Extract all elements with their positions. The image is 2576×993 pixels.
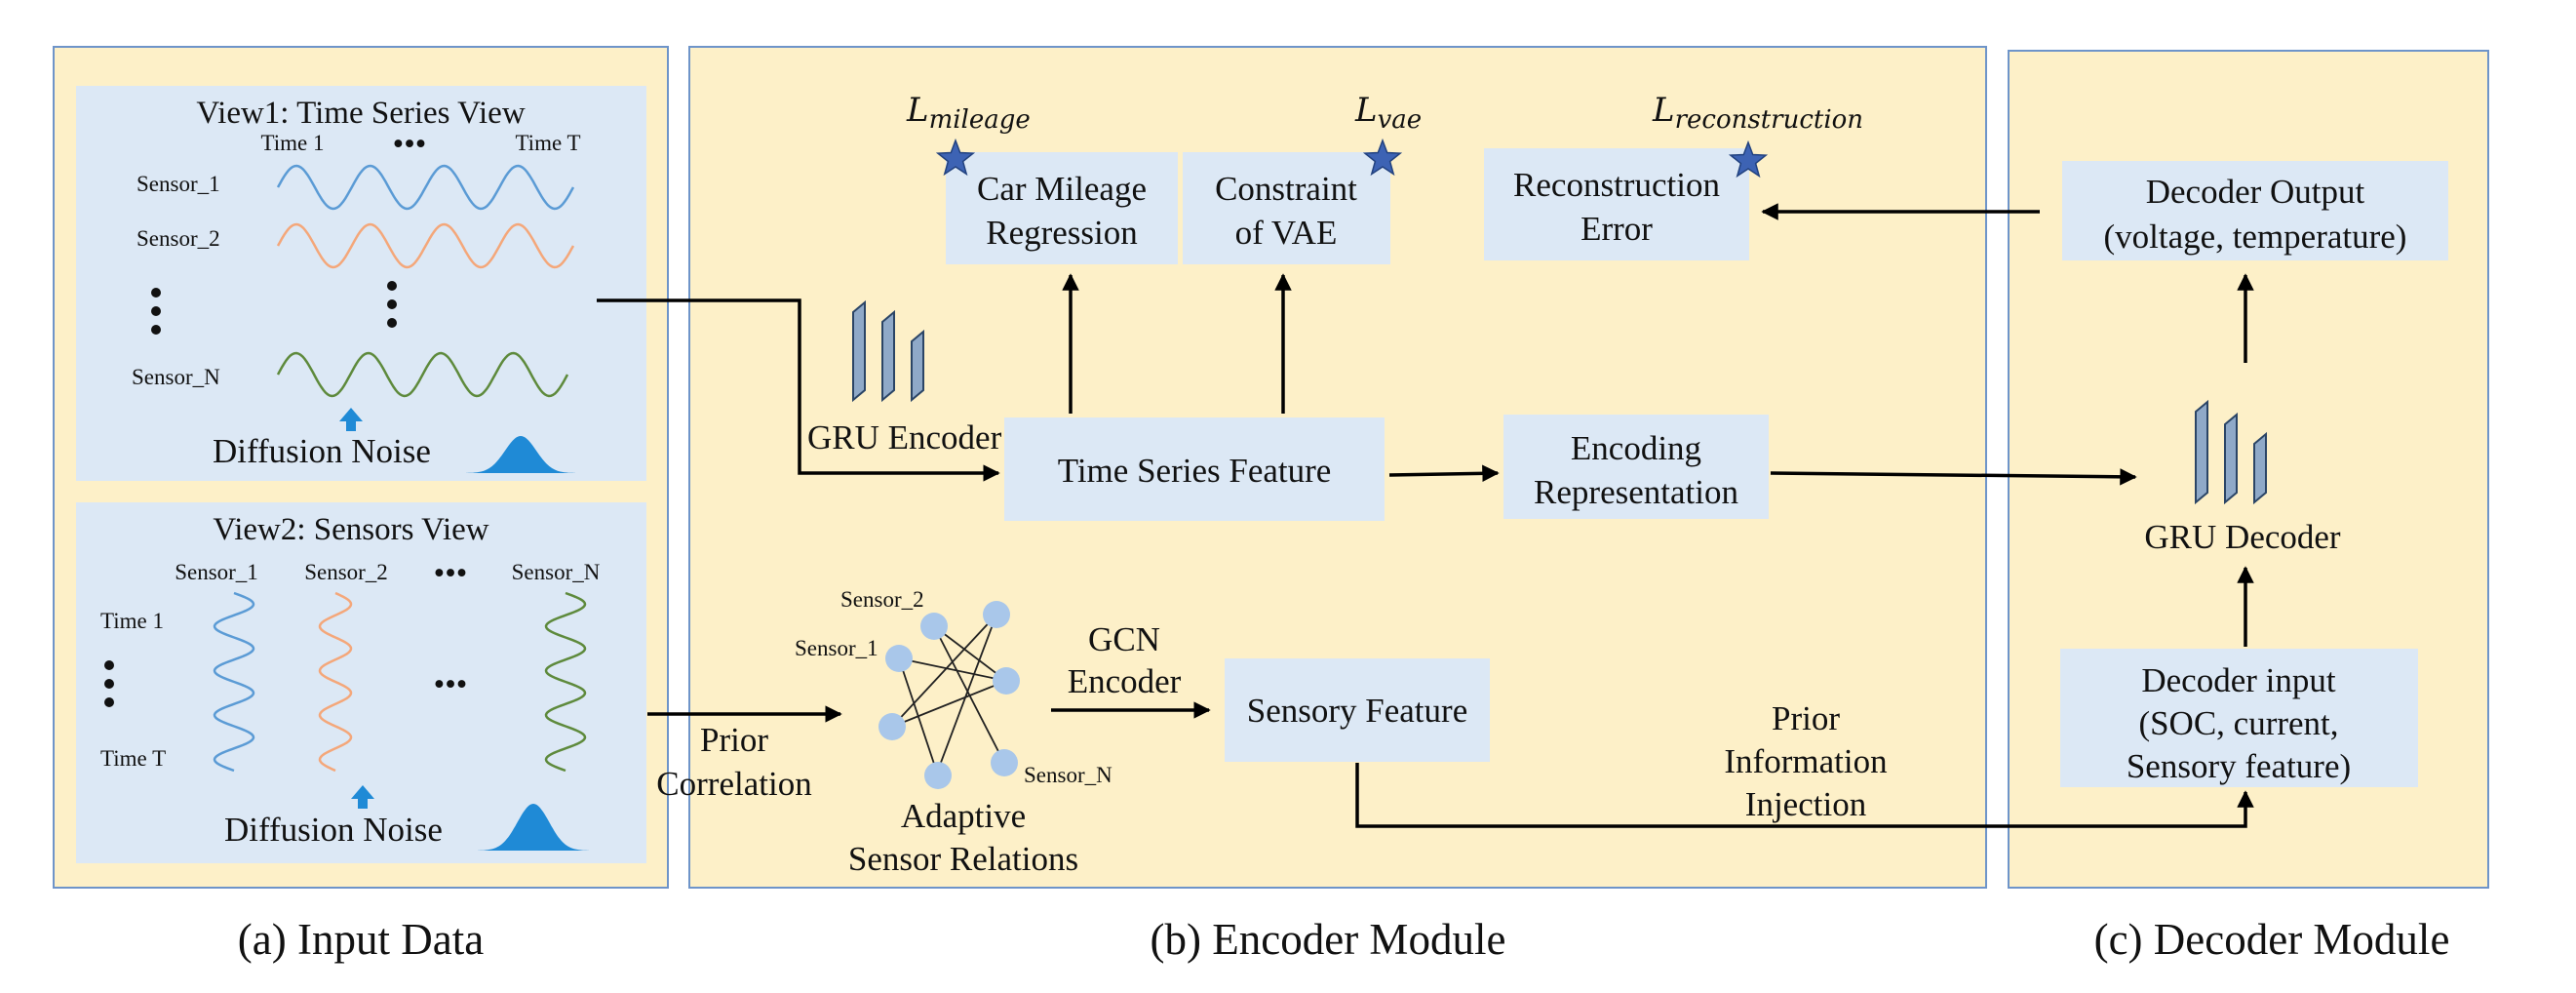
decoder-module-caption: (c) Decoder Module: [2094, 915, 2450, 964]
adaptive-sensor-graph: [891, 614, 1007, 776]
view1-sensor-2-label: Sensor_2: [137, 226, 220, 251]
view1-sensor-1-label: Sensor_1: [137, 172, 220, 196]
input-data-caption: (a) Input Data: [238, 915, 484, 964]
view2-noise-label: Diffusion Noise: [224, 811, 443, 849]
view1-time-end: Time T: [515, 131, 580, 155]
gcn-encoder-line-2: Encoder: [1068, 662, 1182, 700]
sensory-feature-label: Sensory Feature: [1247, 692, 1467, 730]
prior-correlation-line-1: Prior: [700, 721, 768, 759]
graph-sensor-n-label: Sensor_N: [1024, 763, 1112, 787]
car-mileage-regression-box: [946, 152, 1178, 264]
view2-ellipsis-left: [104, 660, 114, 707]
view1-noise-label: Diffusion Noise: [213, 432, 431, 470]
gru-decoder-label: GRU Decoder: [2144, 518, 2341, 556]
sensory-feature-box: [1225, 658, 1490, 762]
graph-node: [983, 601, 1010, 628]
time-series-feature-label: Time Series Feature: [1058, 452, 1332, 490]
graph-sensor-1-label: Sensor_1: [795, 636, 878, 660]
graph-node: [993, 667, 1020, 695]
reconstruction-error-line-2: Error: [1581, 210, 1653, 248]
gaussian-curve-icon: [466, 436, 575, 473]
prior-injection-line-2: Information: [1724, 742, 1887, 780]
noise-arrow-up-icon: [339, 408, 363, 431]
prior-correlation-line-2: Correlation: [656, 765, 811, 803]
view2-sensor-n-wave: [544, 591, 587, 773]
adaptive-relations-line-1: Adaptive: [901, 797, 1026, 835]
encoding-representation-box: [1503, 415, 1769, 519]
prior-injection-line-3: Injection: [1745, 785, 1866, 823]
view2-noise-arrow-up-icon: [351, 785, 374, 809]
view2-sensor-2-wave: [318, 591, 353, 773]
view2-mid-ellipsis: •••: [434, 667, 468, 702]
gru-encoder-label: GRU Encoder: [807, 418, 1002, 457]
view2-title: View2: Sensors View: [213, 512, 488, 547]
decoder-input-box: [2060, 649, 2418, 787]
time-series-feature-box: [1004, 417, 1385, 521]
view2-sensor-n-label: Sensor_N: [512, 560, 601, 584]
view2-sensor-1-label: Sensor_1: [175, 560, 258, 584]
loss-vae-label: Lvae: [1354, 91, 1422, 135]
decoder-input-line-1: Decoder input: [2141, 661, 2336, 699]
arrow-view1-to-time-series: [597, 298, 1000, 482]
view1-ellipsis-mid: [387, 281, 397, 328]
constraint-vae-line-2: of VAE: [1235, 214, 1338, 252]
graph-node: [885, 645, 913, 672]
graph-node: [878, 713, 906, 740]
view2-sensor-1-wave: [213, 591, 255, 773]
sensor-1-wave: [276, 164, 575, 211]
view2-gaussian-curve-icon: [478, 804, 589, 851]
car-mileage-line-1: Car Mileage: [977, 170, 1147, 208]
graph-nodes: [878, 601, 1020, 789]
decoder-output-line-2: (voltage, temperature): [2104, 218, 2407, 256]
arrow-sensory-to-decoder-input: [1355, 763, 2254, 828]
car-mileage-line-2: Regression: [986, 214, 1138, 252]
graph-node: [991, 749, 1018, 776]
graph-sensor-2-label: Sensor_2: [840, 587, 924, 612]
view1-ellipsis-left: [151, 288, 161, 335]
decoder-input-line-2: (SOC, current,: [2138, 704, 2338, 742]
encoding-representation-line-1: Encoding: [1571, 429, 1701, 467]
prior-injection-line-1: Prior: [1772, 699, 1840, 737]
graph-node: [920, 613, 948, 640]
encoder-module-caption: (b) Encoder Module: [1151, 915, 1506, 964]
star-vae-icon: [1362, 138, 1403, 177]
gcn-encoder-line-1: GCN: [1088, 620, 1160, 658]
constraint-vae-box: [1183, 152, 1390, 264]
decoder-input-line-3: Sensory feature): [2127, 747, 2351, 785]
star-reconstruction-icon: [1728, 139, 1769, 179]
loss-reconstruction-label: Lreconstruction: [1652, 91, 1863, 135]
sensor-2-wave: [276, 222, 575, 269]
decoder-output-box: [2062, 161, 2448, 260]
decoder-output-line-1: Decoder Output: [2146, 173, 2365, 211]
view1-sensor-n-label: Sensor_N: [132, 365, 220, 389]
view2-top-ellipsis: •••: [434, 556, 468, 591]
view1-time-ellipsis: •••: [393, 127, 427, 162]
arrow-encoding-to-decoder: [1770, 468, 2137, 486]
graph-node: [924, 762, 952, 789]
view2-time-start: Time 1: [100, 609, 164, 633]
loss-mileage-label: Lmileage: [906, 91, 1031, 135]
time-series-view-box: [76, 86, 646, 481]
view2-sensor-2-label: Sensor_2: [304, 560, 388, 584]
adaptive-relations-line-2: Sensor Relations: [848, 840, 1078, 878]
view1-title: View1: Time Series View: [196, 96, 526, 131]
star-mileage-icon: [935, 138, 976, 177]
sensors-view-box: [76, 502, 646, 863]
gru-encoder-icon: [852, 299, 924, 403]
sensor-n-wave: [276, 351, 569, 398]
connector-arrows: [597, 203, 2254, 828]
arrow-feature-to-encoding: [1388, 464, 1500, 483]
reconstruction-error-line-1: Reconstruction: [1513, 166, 1720, 204]
view2-time-end: Time T: [100, 746, 166, 771]
gru-decoder-icon: [2195, 399, 2267, 505]
encoding-representation-line-2: Representation: [1534, 473, 1738, 511]
view1-time-start: Time 1: [261, 131, 325, 155]
constraint-vae-line-1: Constraint: [1215, 170, 1357, 208]
reconstruction-error-box: [1484, 148, 1749, 260]
